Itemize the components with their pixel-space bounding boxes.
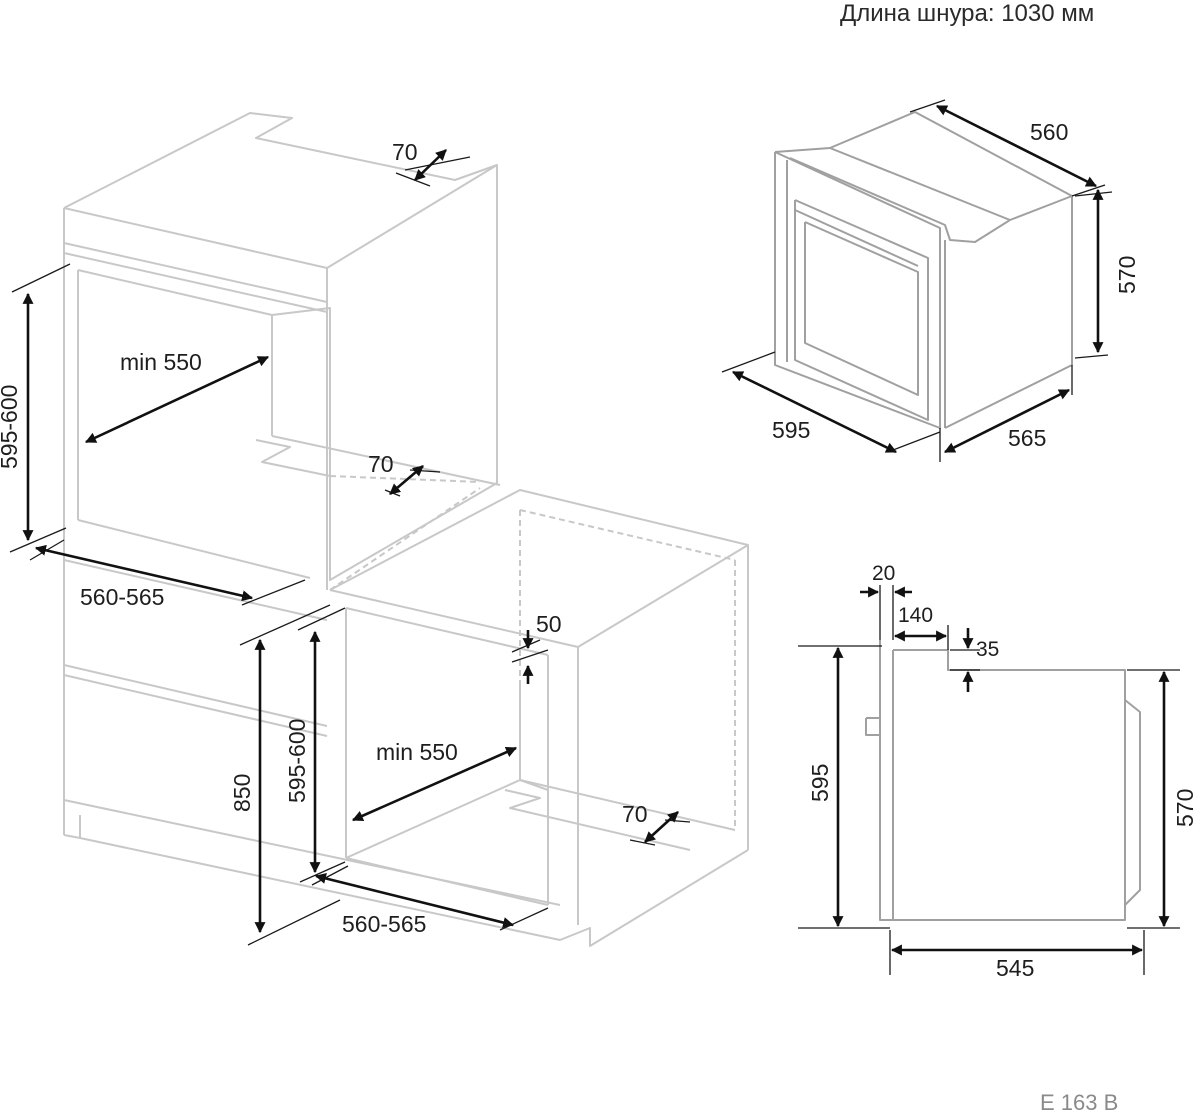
lower-cabinet [63, 487, 749, 947]
model-number: E 163 B [1040, 1090, 1119, 1115]
label-upper-depth: min 550 [120, 349, 202, 375]
cord-length-note: Длина шнура: 1030 мм [840, 0, 1095, 27]
label-lower-rear-vent: 70 [622, 801, 648, 827]
oven-side-drawing [865, 640, 1141, 921]
label-upper-width: 560-565 [80, 584, 164, 610]
label-side-recess-depth: 140 [898, 604, 933, 627]
label-lower-gap: 50 [536, 611, 562, 637]
label-iso-front-width: 595 [772, 417, 810, 443]
label-iso-height: 570 [1114, 256, 1140, 294]
label-side-body-height: 570 [1172, 789, 1198, 827]
label-lower-depth: min 550 [376, 739, 458, 765]
label-lower-width: 560-565 [342, 911, 426, 937]
label-side-body-depth: 545 [996, 955, 1034, 981]
label-iso-body-depth: 565 [1008, 425, 1046, 451]
label-lower-height: 595-600 [284, 719, 310, 803]
label-upper-height: 595-600 [0, 385, 22, 469]
iso-dimensions [721, 99, 1113, 462]
upper-dimensions [9, 149, 471, 606]
oven-iso-drawing [774, 111, 1073, 429]
label-lower-cabinet-height: 850 [229, 774, 255, 812]
labels: 70 70 min 550 595-600 560-565 50 min 550… [0, 119, 1198, 981]
side-dimensions [798, 585, 1180, 975]
label-side-recess-height: 35 [976, 638, 999, 661]
label-iso-depth: 560 [1030, 119, 1068, 145]
label-upper-top-vent: 70 [392, 139, 418, 165]
label-side-panel-thickness: 20 [872, 562, 895, 585]
label-upper-rear-vent: 70 [368, 451, 394, 477]
lower-dimensions [239, 604, 691, 946]
upper-cabinet [63, 112, 501, 835]
label-side-front-height: 595 [807, 764, 833, 802]
